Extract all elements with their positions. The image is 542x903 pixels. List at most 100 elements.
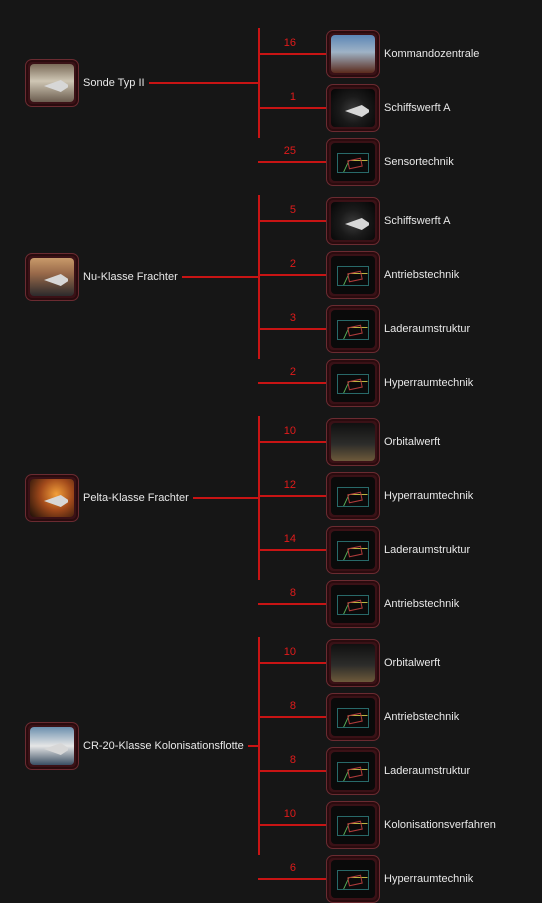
requirement-item[interactable]: Antriebstechnik: [326, 693, 459, 741]
blueprint-drawing: [337, 762, 369, 782]
required-count: 12: [283, 479, 296, 491]
thumbnail-image: [331, 752, 375, 790]
requirement-item[interactable]: Laderaumstruktur: [326, 747, 470, 795]
requirement-thumbnail[interactable]: [326, 693, 380, 741]
source-thumbnail[interactable]: [25, 722, 79, 770]
requirement-item[interactable]: Kommandozentrale: [326, 30, 479, 78]
required-count: 5: [289, 204, 296, 216]
required-count: 2: [289, 258, 296, 270]
blueprint-drawing: [337, 816, 369, 836]
requirement-thumbnail[interactable]: [326, 359, 380, 407]
thumbnail-image: [331, 585, 375, 623]
required-count: 25: [283, 145, 296, 157]
thumbnail-image: [331, 35, 375, 73]
requirement-thumbnail[interactable]: [326, 305, 380, 353]
requirement-label: Schiffswerft A: [384, 102, 451, 114]
source-thumbnail[interactable]: [25, 59, 79, 107]
thumbnail-image: [30, 64, 74, 102]
requirement-thumbnail[interactable]: [326, 472, 380, 520]
branch-connector: [258, 328, 326, 330]
requirement-item[interactable]: Orbitalwerft: [326, 418, 440, 466]
bus-line: [258, 28, 260, 138]
requirement-item[interactable]: Antriebstechnik: [326, 580, 459, 628]
blueprint-drawing: [337, 708, 369, 728]
source-thumbnail[interactable]: [25, 253, 79, 301]
thumbnail-image: [331, 698, 375, 736]
blueprint-drawing: [337, 487, 369, 507]
requirement-item[interactable]: Laderaumstruktur: [326, 526, 470, 574]
required-count: 2: [289, 366, 296, 378]
requirement-thumbnail[interactable]: [326, 801, 380, 849]
requirement-item[interactable]: Sensortechnik: [326, 138, 454, 186]
requirement-thumbnail[interactable]: [326, 138, 380, 186]
source-connector: [148, 82, 258, 84]
required-count: 8: [289, 754, 296, 766]
requirement-item[interactable]: Orbitalwerft: [326, 639, 440, 687]
branch-connector: [258, 770, 326, 772]
thumbnail-image: [331, 364, 375, 402]
thumbnail-image: [331, 423, 375, 461]
ship-graphic: [44, 80, 68, 92]
requirement-thumbnail[interactable]: [326, 197, 380, 245]
requirement-item[interactable]: Laderaumstruktur: [326, 305, 470, 353]
requirement-label: Laderaumstruktur: [384, 544, 471, 556]
requirement-thumbnail[interactable]: [326, 418, 380, 466]
source-connector: [192, 497, 258, 499]
bus-line: [258, 416, 260, 580]
ship-graphic: [44, 274, 68, 286]
requirement-thumbnail[interactable]: [326, 580, 380, 628]
required-count: 16: [283, 37, 296, 49]
source-connector: [181, 276, 258, 278]
requirement-label: Kolonisationsverfahren: [384, 819, 496, 831]
requirement-label: Antriebstechnik: [384, 598, 460, 610]
requirement-thumbnail[interactable]: [326, 526, 380, 574]
source-unit-3[interactable]: CR-20-Klasse Kolonisationsflotte: [25, 722, 244, 770]
thumbnail-image: [30, 258, 74, 296]
thumbnail-image: [331, 477, 375, 515]
source-unit-0[interactable]: Sonde Typ II: [25, 59, 145, 107]
branch-connector: [258, 603, 326, 605]
requirement-item[interactable]: Hyperraumtechnik: [326, 472, 473, 520]
requirement-item[interactable]: Kolonisationsverfahren: [326, 801, 496, 849]
source-unit-2[interactable]: Pelta-Klasse Frachter: [25, 474, 189, 522]
source-label: Sonde Typ II: [83, 77, 145, 89]
requirement-label: Orbitalwerft: [384, 436, 441, 448]
required-count: 8: [289, 587, 296, 599]
requirement-item[interactable]: Antriebstechnik: [326, 251, 459, 299]
branch-connector: [258, 878, 326, 880]
thumbnail-image: [331, 310, 375, 348]
blueprint-drawing: [337, 320, 369, 340]
requirement-label: Hyperraumtechnik: [384, 873, 474, 885]
requirement-item[interactable]: Schiffswerft A: [326, 84, 450, 132]
requirement-item[interactable]: Hyperraumtechnik: [326, 359, 473, 407]
requirement-label: Antriebstechnik: [384, 711, 460, 723]
source-unit-1[interactable]: Nu-Klasse Frachter: [25, 253, 178, 301]
branch-connector: [258, 824, 326, 826]
branch-connector: [258, 549, 326, 551]
requirement-thumbnail[interactable]: [326, 639, 380, 687]
thumbnail-image: [331, 89, 375, 127]
blueprint-drawing: [337, 870, 369, 890]
requirement-label: Orbitalwerft: [384, 657, 441, 669]
requirement-thumbnail[interactable]: [326, 30, 380, 78]
blueprint-drawing: [337, 541, 369, 561]
requirement-item[interactable]: Schiffswerft A: [326, 197, 450, 245]
thumbnail-image: [30, 479, 74, 517]
requirement-thumbnail[interactable]: [326, 251, 380, 299]
blueprint-drawing: [337, 266, 369, 286]
thumbnail-image: [331, 644, 375, 682]
requirement-thumbnail[interactable]: [326, 84, 380, 132]
blueprint-drawing: [337, 595, 369, 615]
requirement-thumbnail[interactable]: [326, 747, 380, 795]
branch-connector: [258, 495, 326, 497]
required-count: 6: [289, 862, 296, 874]
thumbnail-image: [331, 202, 375, 240]
requirement-item[interactable]: Hyperraumtechnik: [326, 855, 473, 903]
branch-connector: [258, 662, 326, 664]
source-thumbnail[interactable]: [25, 474, 79, 522]
requirement-thumbnail[interactable]: [326, 855, 380, 903]
branch-connector: [258, 274, 326, 276]
ship-graphic: [345, 105, 369, 117]
thumbnail-image: [331, 806, 375, 844]
